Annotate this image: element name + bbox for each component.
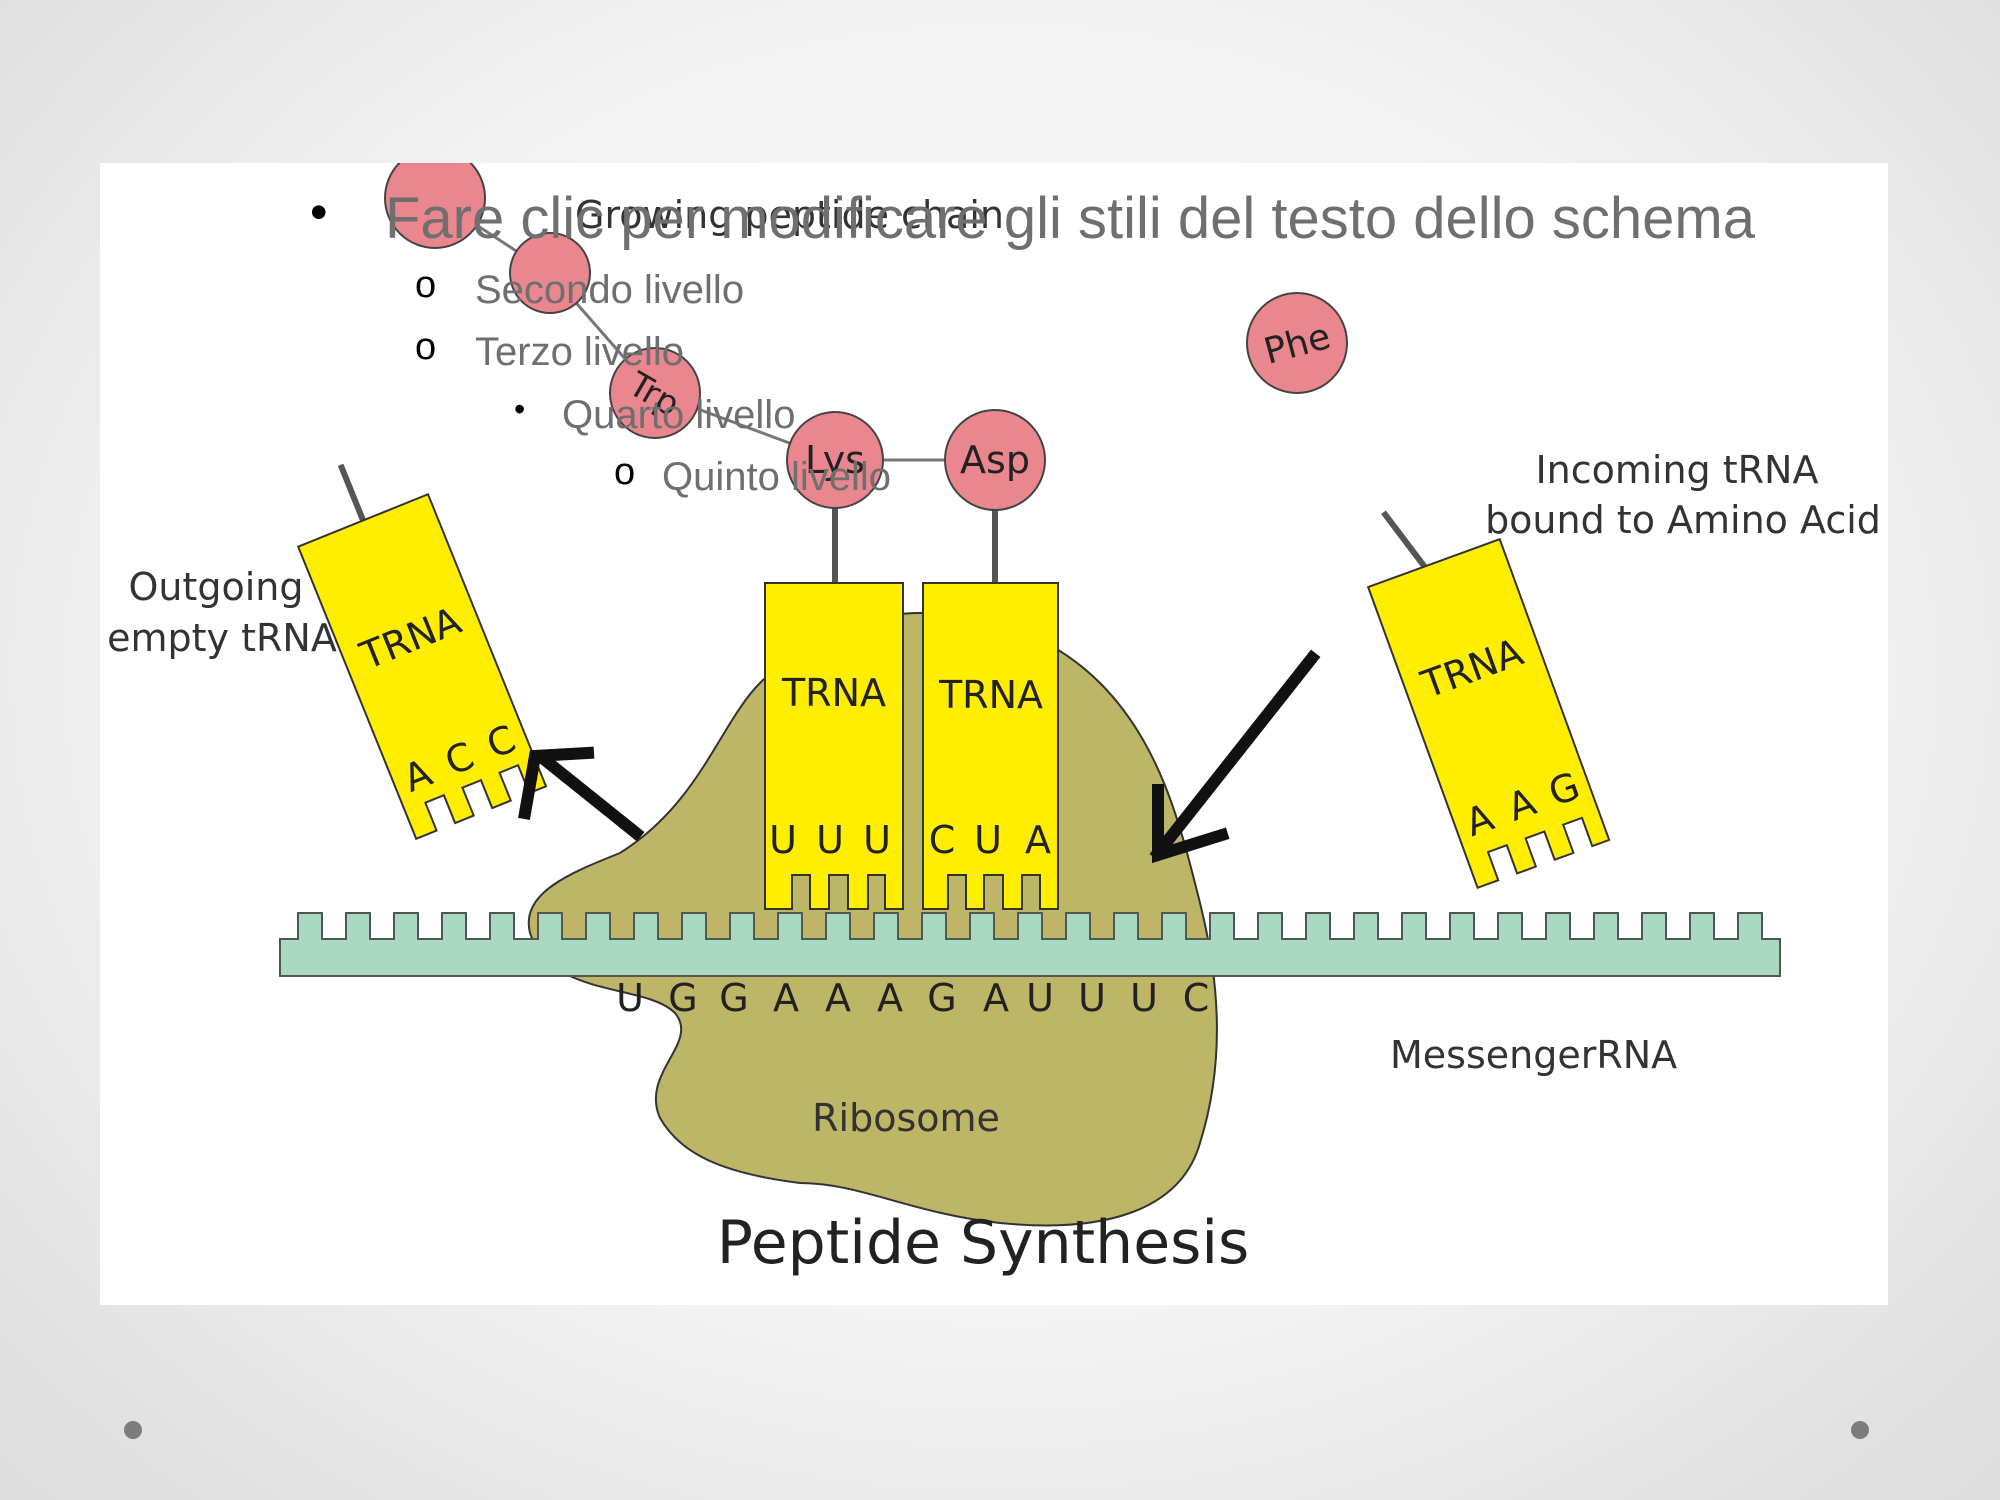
peptide-synthesis-diagram: U G G A A A G A U U U C Trp Lys Asp TRNA… (100, 163, 1888, 1305)
bullet: • (514, 391, 526, 427)
mrna-base: G (719, 976, 748, 1020)
ribosome-label: Ribosome (812, 1096, 1000, 1140)
bullet: o (415, 326, 437, 368)
trna-outgoing: TRNA A C C (296, 463, 548, 841)
amino-acid-asp (944, 409, 1046, 511)
bullet: • (310, 184, 328, 240)
mrna-base: U (1026, 976, 1054, 1020)
decorative-dot-left (124, 1421, 142, 1439)
diagram-title: Peptide Synthesis (717, 1208, 1250, 1278)
anticodon-base: A (1025, 818, 1051, 862)
outgoing-arrow (518, 746, 645, 842)
mrna-base: C (1183, 976, 1210, 1020)
asp-label: Asp (960, 438, 1030, 482)
incoming-arrow (1149, 649, 1321, 864)
trna-incoming: TRNA A A G (1366, 510, 1611, 890)
placeholder-level5-text: Quinto livello (662, 455, 892, 499)
trna-p-site: TRNA U U U (764, 582, 904, 910)
placeholder-level3-text: Terzo livello (475, 330, 684, 374)
mrna-strand (279, 912, 1781, 977)
placeholder-level2[interactable]: o Secondo livello (415, 264, 745, 313)
mrna-label: MessengerRNA (1390, 1033, 1677, 1077)
anticodon-base: U (974, 818, 1002, 862)
placeholder-level4-text: Quarto livello (562, 393, 796, 437)
amino-acid-phe (1246, 292, 1348, 394)
growing-chain-label: Growing peptide chain (575, 193, 1004, 237)
mrna-base: G (927, 976, 956, 1020)
lys-label: Lys (805, 438, 865, 482)
mrna-base: A (825, 976, 851, 1020)
anticodon-base: U (769, 818, 797, 862)
anticodon-base: C (929, 818, 956, 862)
incoming-label: Incoming tRNA bound to Amino Acid (1485, 448, 1881, 542)
placeholder-level1-text: Fare clic per modificare gli stili del t… (385, 186, 1755, 251)
mrna-base: U (1130, 976, 1158, 1020)
anticodon-base: U (863, 818, 891, 862)
outgoing-label: Outgoing empty tRNA (107, 565, 337, 660)
placeholder-level5[interactable]: o Quinto livello (614, 451, 892, 500)
trna-label: TRNA (781, 671, 886, 715)
placeholder-level2-text: Secondo livello (475, 268, 745, 312)
amino-acid-trp (609, 347, 701, 439)
anticodon-base: U (816, 818, 844, 862)
mrna-codons: U G G A A A G A U U U C (616, 976, 1209, 1020)
placeholder-level4[interactable]: • Quarto livello (514, 391, 796, 438)
trna-a-site: TRNA C U A (922, 582, 1059, 910)
mrna-base: A (877, 976, 903, 1020)
mrna-base: U (616, 976, 644, 1020)
mrna-base: G (668, 976, 697, 1020)
mrna-base: A (773, 976, 799, 1020)
bullet: o (415, 264, 437, 306)
amino-acid-second (509, 232, 591, 314)
trna-label: TRNA (938, 673, 1043, 717)
amino-acid-lys (786, 411, 884, 509)
placeholder-level1[interactable]: • Fare clic per modificare gli stili del… (310, 184, 1755, 252)
amino-acid-top (384, 163, 486, 249)
mrna-base: U (1078, 976, 1106, 1020)
decorative-dot-right (1851, 1421, 1869, 1439)
mrna-base: A (983, 976, 1009, 1020)
placeholder-level3[interactable]: o Terzo livello (415, 326, 684, 375)
bullet: o (614, 451, 636, 493)
